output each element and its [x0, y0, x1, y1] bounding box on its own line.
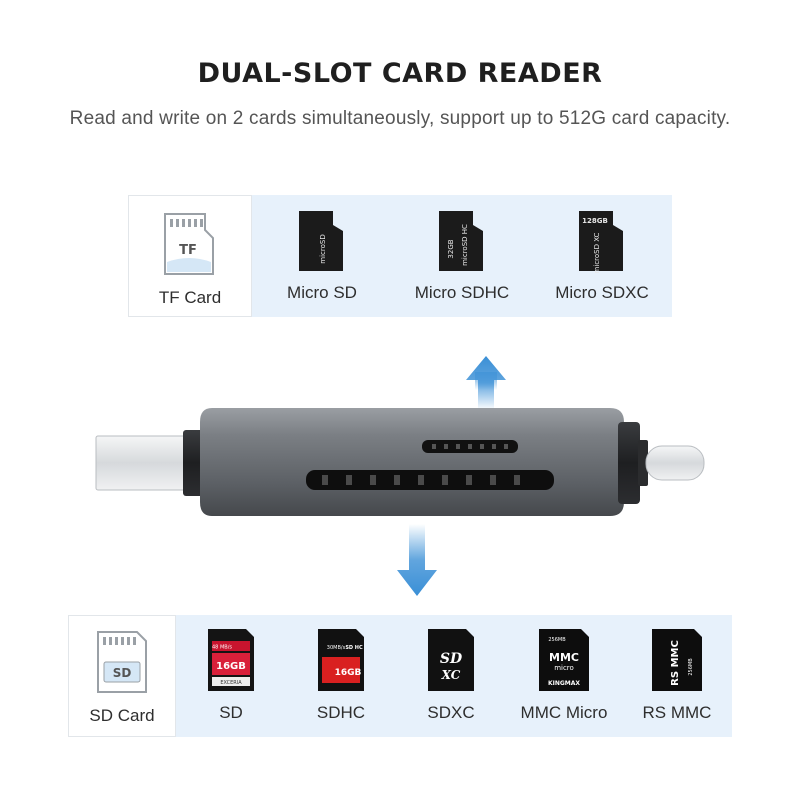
microsdxc-capacity: 128GB [582, 217, 608, 225]
arrow-down-icon [397, 524, 437, 596]
sdhc-label: SDHC [316, 703, 366, 722]
tf-card-lead: TF TF Card [128, 195, 252, 317]
card-mmc-micro: 256MB MMC micro KINGMAX MMC Micro [506, 615, 622, 737]
mmc-micro-label: MMC Micro [520, 703, 608, 722]
sd-card-types: 48 MB/s 16GB EXCERIA SD 30MB/s SD HC 16G… [176, 615, 732, 737]
sd-card-brand: EXCERIA [220, 680, 242, 686]
sd-card-strip: SD SD Card 48 MB/s 16GB EXCERIA SD 30MB/… [68, 615, 732, 737]
rs-mmc-print: RS MMC [670, 640, 681, 686]
sd-card-lead: SD SD Card [68, 615, 176, 737]
svg-text:SD: SD [440, 651, 463, 667]
sdhc-card-speed: 30MB/s [327, 645, 346, 651]
tf-card-types: microSD Micro SD 32GB microSD HC Micro S… [252, 195, 672, 317]
mmc-micro-capacity: 256MB [548, 637, 566, 643]
tf-card-outline-icon: TF [164, 213, 214, 275]
card-sdxc: SD XC SDXC [396, 615, 506, 737]
sd-card-label: SD Card [89, 706, 155, 725]
svg-text:microSD HC: microSD HC [461, 224, 469, 266]
sd-card-capacity: 16GB [216, 661, 246, 672]
page-title: DUAL-SLOT CARD READER [197, 58, 603, 89]
svg-text:XC: XC [441, 668, 461, 682]
rs-mmc-capacity: 256MB [688, 658, 694, 676]
mmc-micro-sub: micro [554, 664, 574, 672]
page-subtitle: Read and write on 2 cards simultaneously… [69, 108, 731, 129]
usb-a-connector [95, 430, 203, 496]
sdhc-card-icon: 30MB/s SD HC 16GB [318, 629, 364, 691]
tf-card-label: TF Card [158, 288, 222, 307]
card-micro-sdxc: 128GB microSD XC Micro SDXC [532, 195, 672, 317]
micro-sd-label: Micro SD [287, 283, 357, 302]
sd-card-icon: 48 MB/s 16GB EXCERIA [208, 629, 254, 691]
microsdhc-capacity: 32GB [447, 239, 455, 258]
svg-text:SD HC: SD HC [345, 645, 363, 651]
rs-mmc-card-icon: RS MMC 256MB [652, 629, 702, 691]
tf-card-strip: TF TF Card microSD Micro SD 32GB microSD… [128, 195, 672, 317]
card-sd: 48 MB/s 16GB EXCERIA SD [176, 615, 286, 737]
sd-card-speed: 48 MB/s [212, 645, 232, 651]
card-sdhc: 30MB/s SD HC 16GB SDHC [286, 615, 396, 737]
tf-icon-text: TF [179, 243, 197, 258]
sd-icon-text: SD [113, 666, 132, 680]
microsdhc-card-icon: 32GB microSD HC [439, 211, 483, 271]
micro-sdxc-label: Micro SDXC [555, 283, 649, 302]
microsdxc-card-icon: 128GB microSD XC [579, 211, 623, 273]
micro-sdhc-label: Micro SDHC [414, 283, 510, 302]
sdxc-card-icon: SD XC [428, 629, 474, 691]
arrow-up-icon [466, 356, 506, 410]
svg-text:microSD: microSD [319, 234, 327, 263]
reader-body [200, 408, 624, 516]
mmc-micro-print: MMC [549, 651, 579, 664]
card-micro-sdhc: 32GB microSD HC Micro SDHC [392, 195, 532, 317]
sdxc-label: SDXC [427, 703, 475, 722]
sd-card-outline-icon: SD [97, 631, 147, 693]
sd-label: SD [219, 703, 243, 722]
svg-text:microSD XC: microSD XC [593, 232, 601, 273]
card-rs-mmc: RS MMC 256MB RS MMC [622, 615, 732, 737]
rs-mmc-label: RS MMC [642, 703, 712, 722]
card-micro-sd: microSD Micro SD [252, 195, 392, 317]
sdhc-card-capacity: 16GB [335, 668, 362, 678]
microsd-card-icon: microSD [299, 211, 343, 271]
mmc-micro-brand: KINGMAX [548, 680, 580, 687]
usb-c-connector [618, 422, 705, 504]
mmc-micro-card-icon: 256MB MMC micro KINGMAX [539, 629, 589, 691]
